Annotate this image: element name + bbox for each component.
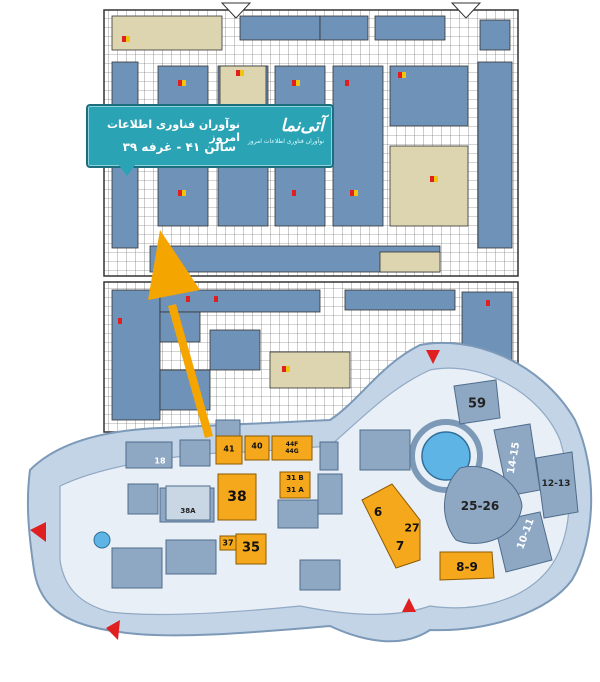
company-name: نوآوران فناوری اطلاعات امروز: [106, 118, 240, 144]
company-logo-text: آتی‌نما: [280, 116, 324, 136]
direction-arrow-icon: [148, 230, 213, 438]
company-logo-subtext: نوآوران فناوری اطلاعات امروز: [247, 138, 324, 145]
booth-callout: آتی‌نما نوآوران فناوری اطلاعات امروز نوآ…: [86, 104, 334, 168]
entrance-marker-icon: [30, 350, 440, 640]
callout-pointer: [118, 164, 136, 176]
company-logo-icon: آتی‌نما نوآوران فناوری اطلاعات امروز: [246, 116, 324, 145]
booth-location: سالن ۴۱ - غرفه ۳۹: [122, 140, 236, 154]
fairground-site: [26, 341, 593, 643]
